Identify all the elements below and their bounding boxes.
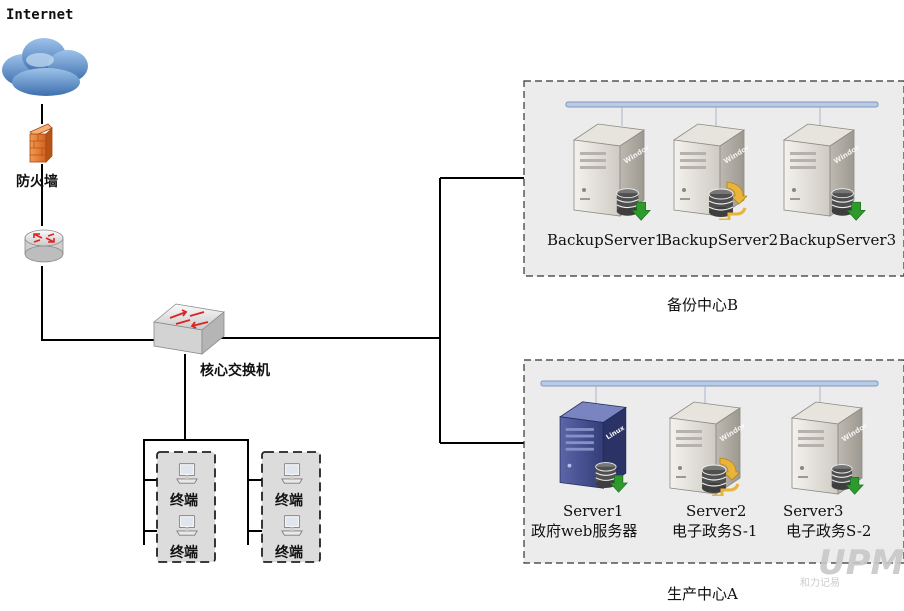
router-node — [24, 229, 64, 263]
desktop-computer-icon — [176, 463, 198, 484]
production-server-1-desc: 政府web服务器 — [531, 522, 637, 540]
backup-network-bus — [565, 101, 879, 108]
production-center-label: 生产中心A — [667, 585, 738, 603]
watermark: UPM 和力记易 — [800, 543, 904, 589]
backup-server-1[interactable]: BackupServer1 — [547, 123, 664, 249]
production-center-zone: Server1 政府web服务器 Server2 电子政务S-1 Server3… — [523, 359, 904, 603]
internet-node: Internet — [2, 7, 88, 96]
terminal-item[interactable]: 终端 — [275, 463, 303, 509]
router-icon — [24, 229, 64, 263]
backup-server-2[interactable]: BackupServer2 — [661, 123, 778, 249]
firewall-label: 防火墙 — [16, 173, 58, 190]
backup-server-1-name: BackupServer1 — [547, 231, 664, 249]
terminal-label: 终端 — [170, 544, 198, 561]
production-server-3-desc: 电子政务S-2 — [786, 522, 871, 540]
switch-icon — [153, 303, 225, 355]
terminal-item[interactable]: 终端 — [170, 515, 198, 561]
firewall-node: 防火墙 — [16, 123, 58, 190]
desktop-computer-icon — [176, 515, 198, 536]
desktop-computer-icon — [281, 515, 303, 536]
terminal-group-2: 终端 终端 — [261, 451, 321, 563]
backup-server-3-name: BackupServer3 — [779, 231, 896, 249]
terminal-label: 终端 — [275, 492, 303, 509]
terminal-group-1: 终端 终端 — [156, 451, 216, 563]
production-server-2-desc: 电子政务S-1 — [672, 522, 757, 540]
production-server-2[interactable]: Server2 电子政务S-1 — [669, 401, 757, 540]
cloud-icon — [2, 38, 88, 96]
watermark-caption: 和力记易 — [800, 576, 840, 589]
production-server-1-name: Server1 — [563, 502, 623, 520]
backup-server-2-name: BackupServer2 — [661, 231, 778, 249]
production-server-3-name: Server3 — [783, 502, 843, 520]
production-server-1[interactable]: Server1 政府web服务器 — [531, 401, 637, 540]
production-server-2-name: Server2 — [686, 502, 746, 520]
core-switch-label: 核心交换机 — [200, 362, 270, 379]
desktop-computer-icon — [281, 463, 303, 484]
terminal-group-box — [261, 451, 321, 563]
watermark-logo: UPM — [818, 543, 904, 583]
firewall-icon — [29, 123, 53, 163]
backup-center-zone: BackupServer1 BackupServer2 BackupServer… — [523, 80, 904, 314]
terminal-group-box — [156, 451, 216, 563]
terminal-label: 终端 — [275, 544, 303, 561]
internet-label: Internet — [6, 7, 73, 23]
production-network-bus — [540, 380, 879, 387]
backup-center-label: 备份中心B — [667, 296, 738, 314]
terminal-item[interactable]: 终端 — [275, 515, 303, 561]
core-switch-node: 核心交换机 — [153, 303, 270, 379]
backup-server-3[interactable]: BackupServer3 — [779, 123, 896, 249]
production-server-3[interactable]: Server3 电子政务S-2 — [783, 401, 875, 540]
terminal-label: 终端 — [170, 492, 198, 509]
terminal-item[interactable]: 终端 — [170, 463, 198, 509]
